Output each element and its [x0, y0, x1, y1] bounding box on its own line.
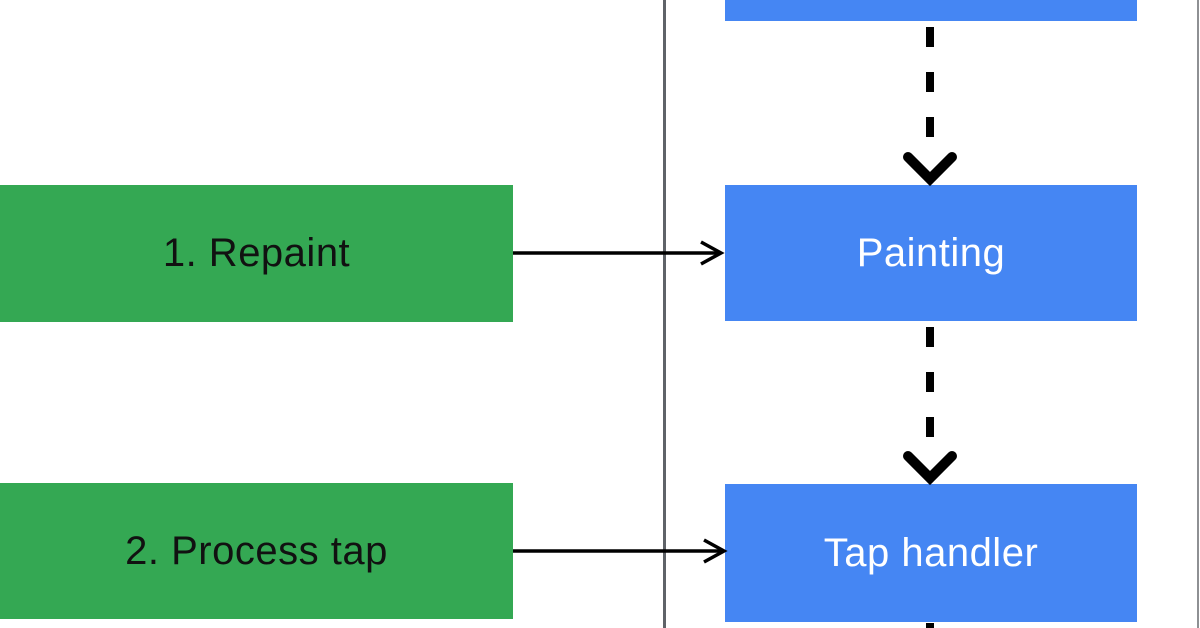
node-label: Tap handler — [823, 530, 1039, 575]
solid-arrow-repaint-to-painting — [513, 240, 725, 266]
arrowhead-chevron-icon — [903, 451, 957, 486]
node-label: Painting — [856, 230, 1006, 275]
annotation-label: 1. Repaint — [162, 231, 351, 275]
lane-divider-right — [1196, 0, 1199, 628]
annotation-process-tap: 2. Process tap — [0, 483, 513, 619]
dashed-arrow-painting-to-tap-handler — [903, 327, 957, 486]
dashed-arrow-top-to-painting — [903, 27, 957, 187]
flow-node-painting: Painting — [725, 185, 1137, 321]
arrowhead-open-icon — [703, 538, 728, 564]
solid-arrow-process-tap-to-tap-handler — [513, 538, 728, 564]
lane-divider-left — [663, 0, 666, 628]
flow-node-tap-handler: Tap handler — [725, 484, 1137, 622]
flow-node-cropped-top — [725, 0, 1137, 21]
arrowhead-chevron-icon — [903, 152, 957, 187]
arrowhead-open-icon — [700, 240, 725, 266]
annotation-label: 2. Process tap — [125, 528, 388, 573]
annotation-repaint: 1. Repaint — [0, 185, 513, 322]
